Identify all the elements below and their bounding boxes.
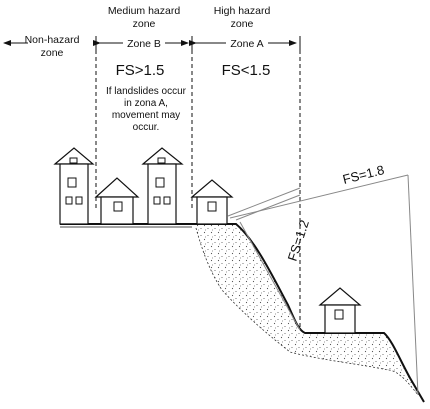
- landslide-note-line2: in zona A,: [124, 98, 168, 109]
- landslide-note-line1: If landslides occur: [106, 86, 187, 97]
- fs-1-2-label: FS=1.2: [285, 218, 312, 263]
- house-two-storey-1: [53, 147, 95, 225]
- zone-a-label-bg: [226, 36, 268, 49]
- house-small-1: [94, 177, 140, 225]
- high-hazard-label-line2: zone: [231, 18, 254, 30]
- fs-plane-1.8: [229, 174, 409, 219]
- landslide-note-line4: occur.: [133, 122, 160, 133]
- zone-b-factor-of-safety: FS>1.5: [116, 62, 165, 79]
- landslide-note-line3: movement may: [112, 110, 180, 121]
- zone-b-label-bg: [123, 36, 165, 49]
- zone-a-factor-of-safety: FS<1.5: [222, 62, 271, 79]
- house-two-storey-2: [141, 147, 184, 225]
- fs-1-8-label: FS=1.8: [341, 162, 386, 187]
- fs-plane-2: [235, 194, 301, 221]
- slip-surface: [195, 227, 419, 396]
- medium-hazard-label-line2: zone: [133, 18, 156, 30]
- medium-hazard-label-line1: Medium hazard: [108, 5, 181, 17]
- high-hazard-label-line1: High hazard: [214, 5, 271, 17]
- fs-plane-1.8-vertical: [407, 174, 419, 396]
- house-small-2: [190, 179, 234, 225]
- fs-plane-1.2: [239, 221, 301, 331]
- non-hazard-label-line1: Non-hazard: [25, 34, 80, 46]
- fs-plane-1: [227, 187, 301, 217]
- zone-b-label: Zone B: [127, 38, 161, 50]
- non-hazard-label-line2: zone: [41, 47, 64, 59]
- zone-a-label: Zone A: [230, 38, 263, 50]
- sliding-soil-mass: [192, 224, 418, 395]
- house-lower-slope: [318, 287, 362, 334]
